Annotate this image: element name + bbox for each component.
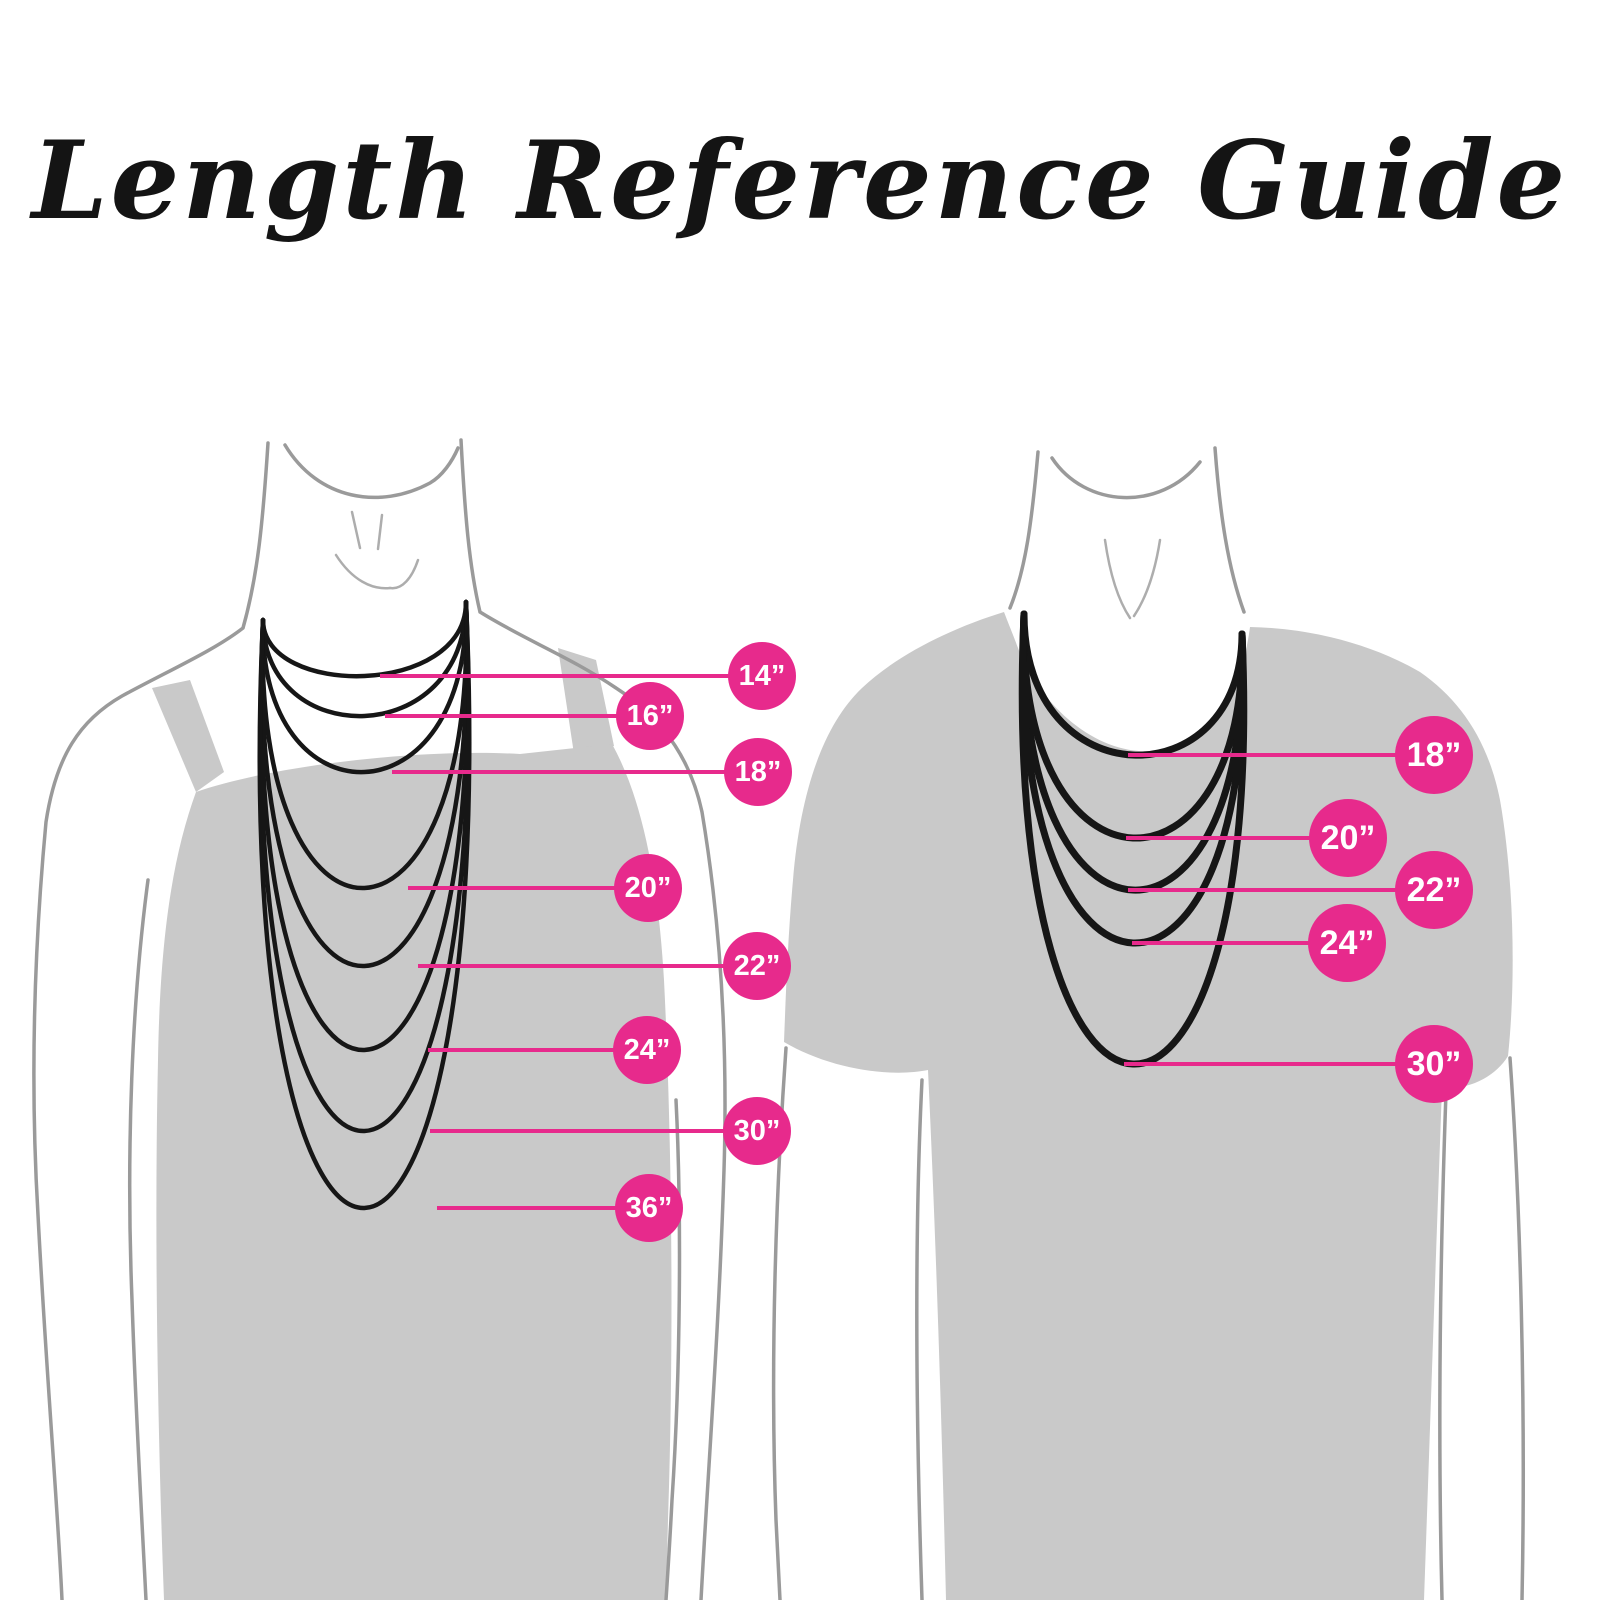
badge-man-20in: 20”	[1309, 799, 1387, 877]
badge-woman-24in: 24”	[613, 1016, 681, 1084]
badge-woman-30in: 30”	[723, 1097, 791, 1165]
badge-man-22in: 22”	[1395, 851, 1473, 929]
badge-man-30in: 30”	[1395, 1025, 1473, 1103]
badge-woman-18in: 18”	[724, 738, 792, 806]
badge-woman-14in: 14”	[728, 642, 796, 710]
badge-woman-36in: 36”	[615, 1174, 683, 1242]
badge-woman-20in: 20”	[614, 854, 682, 922]
woman-figure	[32, 438, 762, 1600]
woman-neck-detail	[334, 510, 420, 590]
badge-woman-16in: 16”	[616, 682, 684, 750]
badge-woman-22in: 22”	[723, 932, 791, 1000]
woman-necklaces	[257, 599, 472, 1211]
woman-dress	[152, 648, 672, 1600]
woman-connector-lines	[380, 674, 762, 1210]
badge-man-18in: 18”	[1395, 716, 1473, 794]
badge-man-24in: 24”	[1308, 904, 1386, 982]
woman-body-outline	[32, 438, 727, 1600]
man-body-outline	[771, 446, 1526, 1600]
page-title: Length Reference Guide	[31, 118, 1569, 244]
man-figure	[771, 446, 1526, 1600]
man-neck-detail	[1103, 538, 1162, 620]
